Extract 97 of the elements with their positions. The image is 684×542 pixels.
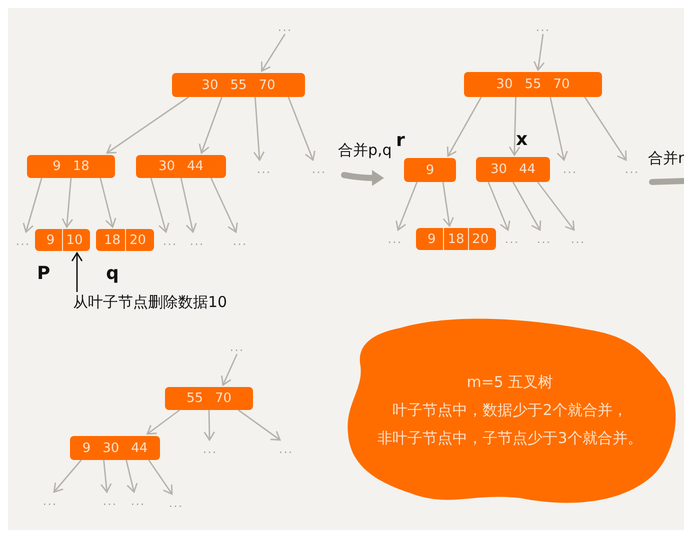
note-text: 叶子节点中，数据少于2个就合并， [392, 400, 628, 420]
arrow [180, 178, 197, 233]
ellipsis: ... [126, 494, 150, 508]
arrow [550, 96, 568, 161]
note-text: 非叶子节点中，子节点少于3个就合并。 [378, 428, 642, 448]
ellipsis: ... [98, 494, 122, 508]
ellipsis: ... [500, 232, 524, 246]
key-value: 30 [490, 161, 507, 179]
key-value: 55 [186, 390, 203, 408]
key-value: 9 [82, 440, 91, 458]
ellipsis: ... [158, 234, 182, 248]
arrow [146, 409, 180, 435]
key-value: 9 [52, 158, 61, 176]
arrow [126, 460, 138, 493]
note-text: m=5 五叉树 [466, 372, 554, 392]
ellipsis: ... [185, 234, 209, 248]
ellipsis: ... [384, 232, 406, 246]
key-value: 44 [187, 158, 204, 176]
arrow [53, 460, 82, 493]
key-value: 9 [45, 232, 56, 250]
step-label: 合并p,q [338, 140, 392, 160]
pointer-label: q [106, 263, 119, 285]
btree-node [464, 72, 602, 97]
key-value: 55 [230, 76, 247, 94]
arrow [150, 178, 170, 233]
key-value: 70 [215, 390, 232, 408]
ellipsis: ... [305, 162, 333, 176]
ellipsis: ... [198, 442, 222, 456]
arrow [22, 178, 42, 233]
arrow [512, 182, 542, 231]
ellipsis: ... [38, 494, 62, 508]
ellipsis: ... [270, 20, 300, 34]
arrow [210, 178, 238, 233]
arrow [100, 460, 112, 493]
btree-node [172, 73, 305, 97]
btree-node [165, 387, 253, 410]
btree-node [96, 229, 154, 251]
ellipsis: ... [272, 442, 300, 456]
key-value: 30 [158, 158, 175, 176]
arrow [396, 182, 418, 231]
key-value: 55 [524, 76, 542, 94]
ellipsis: ... [164, 496, 188, 510]
ellipsis: ... [618, 162, 646, 176]
arrow [221, 354, 238, 386]
pointer-label: x [516, 129, 528, 151]
ellipsis: ... [250, 162, 278, 176]
btree-node [27, 155, 115, 178]
key-value: 9 [426, 230, 437, 248]
ellipsis: ... [222, 340, 252, 354]
arrow [288, 96, 316, 161]
btree-node [416, 228, 496, 250]
arrow [533, 34, 545, 71]
key-value: 44 [519, 161, 536, 179]
key-value: 18 [72, 158, 90, 176]
key-value: 10 [62, 229, 86, 251]
ellipsis: ... [528, 20, 558, 34]
arrow [261, 34, 286, 72]
pointer-label: P [37, 263, 50, 285]
key-value: 9 [426, 162, 434, 180]
ellipsis: ... [566, 232, 590, 246]
ellipsis: ... [12, 234, 34, 248]
arrow [508, 96, 520, 156]
key-value: 20 [124, 229, 150, 251]
key-value: 70 [258, 76, 276, 94]
btree-node [404, 158, 456, 182]
arrow [488, 182, 510, 231]
key-value: 30 [496, 76, 513, 94]
key-value: 70 [553, 76, 570, 94]
key-value: 44 [131, 440, 148, 458]
arrow [204, 410, 216, 441]
key-value: 20 [468, 228, 492, 250]
btree-node [35, 229, 90, 251]
ellipsis: ... [556, 162, 584, 176]
step-label: 合并r [648, 148, 684, 168]
key-value: 18 [443, 228, 468, 250]
key-value: 30 [202, 76, 218, 94]
key-value: 18 [102, 232, 122, 250]
key-value: 30 [102, 440, 120, 458]
arrow [100, 178, 116, 228]
ellipsis: ... [228, 234, 252, 248]
btree-node [70, 436, 160, 460]
arrow [446, 96, 482, 157]
btree-node [136, 155, 226, 178]
leader-line [71, 252, 83, 292]
arrow [537, 182, 575, 231]
annotation: 从叶子节点删除数据10 [73, 292, 273, 312]
arrow [198, 96, 223, 154]
ellipsis: ... [532, 232, 556, 246]
pointer-label: r [396, 130, 405, 152]
arrow [584, 96, 627, 161]
arrow [442, 182, 454, 227]
arrow [62, 178, 74, 228]
arrow [106, 96, 190, 154]
arrow [238, 409, 281, 441]
btree-node [476, 157, 550, 182]
arrow [253, 96, 265, 161]
arrow [148, 460, 173, 495]
